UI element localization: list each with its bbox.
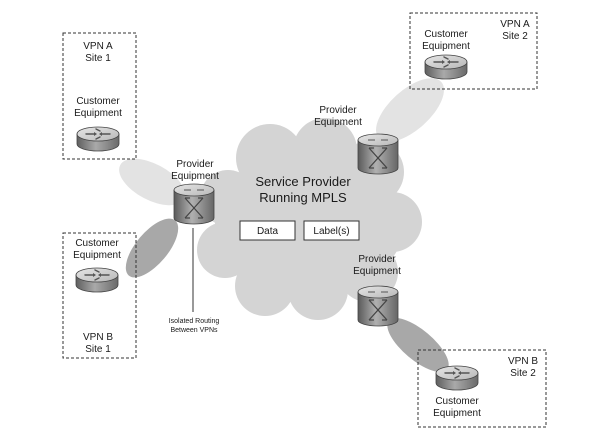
pe-left-label2: Equipment xyxy=(171,171,219,182)
label-box xyxy=(303,220,360,241)
vpn-a-site2-site: Site 2 xyxy=(502,31,528,42)
pe-router-right-icon xyxy=(357,285,399,327)
site-box-vpn-b-site1 xyxy=(62,232,137,359)
link-b2-pe xyxy=(387,318,449,372)
pe-right-label1: Provider xyxy=(358,254,396,265)
vpn-a-site1-ce-label2: Equipment xyxy=(74,108,122,119)
vpn-b-site2-name: VPN B xyxy=(508,356,538,367)
pe-top-label2: Equipment xyxy=(314,117,362,128)
pe-right-label2: Equipment xyxy=(353,266,401,277)
pe-top-label1: Provider xyxy=(319,105,357,116)
link-b1-pe xyxy=(125,218,179,278)
vpn-a-site1-name: VPN A xyxy=(83,41,113,52)
vpn-b-site2-site: Site 2 xyxy=(510,368,536,379)
vpn-b-site1-ce-label2: Equipment xyxy=(73,250,121,261)
vpn-a-site2-ce-label2: Equipment xyxy=(422,41,470,52)
vpn-b-site1-name: VPN B xyxy=(83,332,113,343)
data-box xyxy=(239,220,296,241)
site-box-vpn-a-site2 xyxy=(409,12,538,90)
vpn-b-site1-site: Site 1 xyxy=(85,344,111,355)
vpn-a-site1-site: Site 1 xyxy=(85,53,111,64)
ce-router-vpn-a-site2-icon xyxy=(424,54,468,80)
label-box-label: Label(s) xyxy=(313,226,349,237)
pe-router-left-icon xyxy=(173,183,215,225)
site-box-vpn-b-site2 xyxy=(417,349,547,428)
link-a1-pe xyxy=(119,158,185,206)
isolated-routing-label1: Isolated Routing xyxy=(169,318,220,325)
ce-router-vpn-b-site2-icon xyxy=(435,365,479,391)
vpn-a-site1-ce-label1: Customer xyxy=(76,96,120,107)
cloud-title-line1: Service Provider xyxy=(255,174,351,189)
vpn-a-site2-ce-label1: Customer xyxy=(424,29,468,40)
vpn-b-site1-ce-label1: Customer xyxy=(75,238,119,249)
ce-router-vpn-b-site1-icon xyxy=(75,267,119,293)
vpn-a-site2-name: VPN A xyxy=(500,19,530,30)
cloud-title-line2: Running MPLS xyxy=(259,190,347,205)
isolated-routing-label2: Between VPNs xyxy=(170,327,218,334)
ce-router-vpn-a-site1-icon xyxy=(76,126,120,152)
vpn-b-site2-ce-label1: Customer xyxy=(435,396,479,407)
vpn-b-site2-ce-label2: Equipment xyxy=(433,408,481,419)
link-a2-pe xyxy=(376,78,444,142)
pe-left-label1: Provider xyxy=(176,159,214,170)
site-box-vpn-a-site1 xyxy=(62,32,137,160)
pe-router-top-icon xyxy=(357,133,399,175)
service-provider-cloud xyxy=(197,118,422,320)
data-box-label: Data xyxy=(257,226,279,237)
